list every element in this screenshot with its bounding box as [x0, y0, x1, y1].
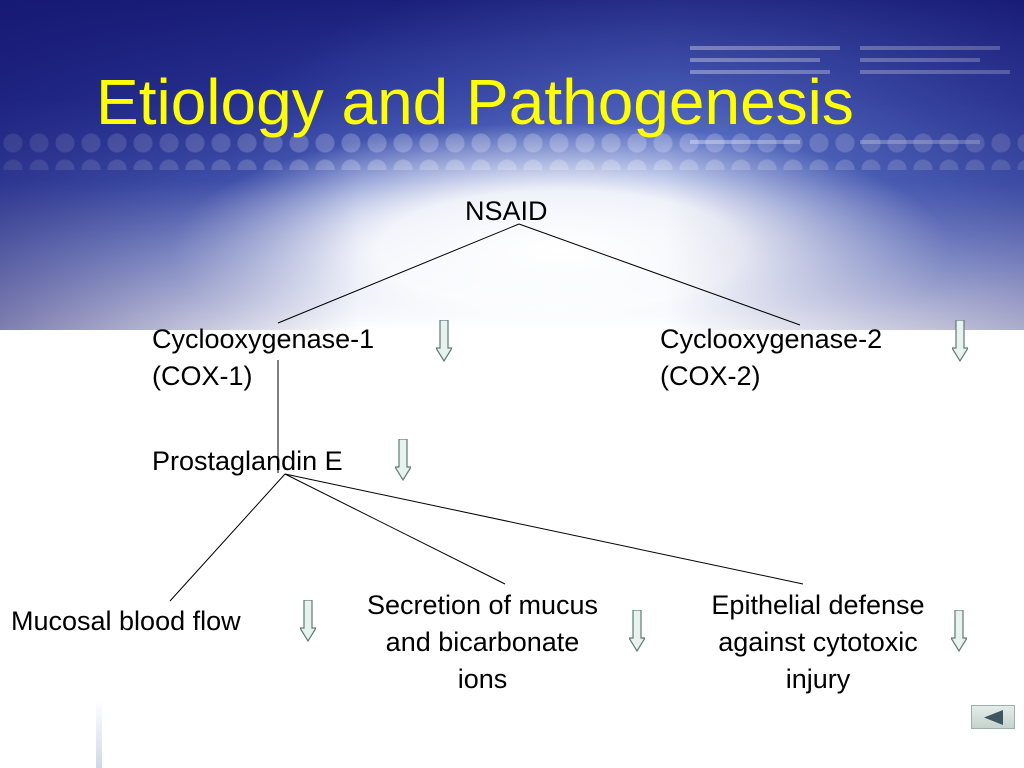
nav-back-button[interactable] [971, 705, 1015, 729]
edge-prostaglandin-to-epithelial-defense [284, 473, 804, 585]
decorative-strip [96, 700, 102, 768]
down-arrow-icon [952, 320, 968, 362]
node-effect-1-line1: Secretion of mucus [366, 590, 599, 620]
edge-nsaid-to-cox1 [277, 223, 520, 324]
node-effect-2-line3: injury [785, 664, 851, 694]
node-cox1-line1: Cyclooxygenase-1 [152, 324, 375, 354]
header-background [0, 0, 1024, 330]
node-nsaid-label: NSAID [465, 196, 548, 226]
node-nsaid: NSAID [465, 193, 548, 230]
node-cox2-line1: Cyclooxygenase-2 [660, 324, 883, 354]
node-effect-2-line2: against cytotoxic [718, 627, 918, 657]
node-effect-1-line2: and bicarbonate [385, 627, 580, 657]
down-arrow-icon [395, 439, 411, 481]
down-arrow-icon [629, 610, 645, 652]
edge-nsaid-to-cox2 [518, 223, 801, 326]
node-cox1: Cyclooxygenase-1 (COX-1) [152, 321, 374, 395]
node-mucosal-blood-flow: Mucosal blood flow [11, 603, 241, 640]
down-arrow-icon [300, 600, 316, 642]
node-epithelial-defense: Epithelial defense against cytotoxic inj… [680, 587, 956, 698]
node-cox2-line2: (COX-2) [660, 361, 761, 391]
node-prostaglandin: Prostaglandin E [152, 443, 343, 480]
node-cox2: Cyclooxygenase-2 (COX-2) [660, 321, 882, 395]
node-secretion: Secretion of mucus and bicarbonate ions [335, 587, 630, 698]
node-prostaglandin-label: Prostaglandin E [152, 446, 343, 476]
node-cox1-line2: (COX-1) [152, 361, 253, 391]
node-effect-2-line1: Epithelial defense [711, 590, 925, 620]
edge-prostaglandin-to-secretion [284, 473, 506, 585]
down-arrow-icon [951, 610, 967, 652]
slide-title: Etiology and Pathogenesis [96, 66, 854, 138]
triangle-left-icon [984, 710, 1003, 725]
node-effect-1-line3: ions [457, 664, 508, 694]
down-arrow-icon [436, 320, 452, 362]
edge-prostaglandin-to-mucosal-blood-flow [169, 473, 286, 602]
node-effect-0-line1: Mucosal blood flow [11, 606, 241, 636]
